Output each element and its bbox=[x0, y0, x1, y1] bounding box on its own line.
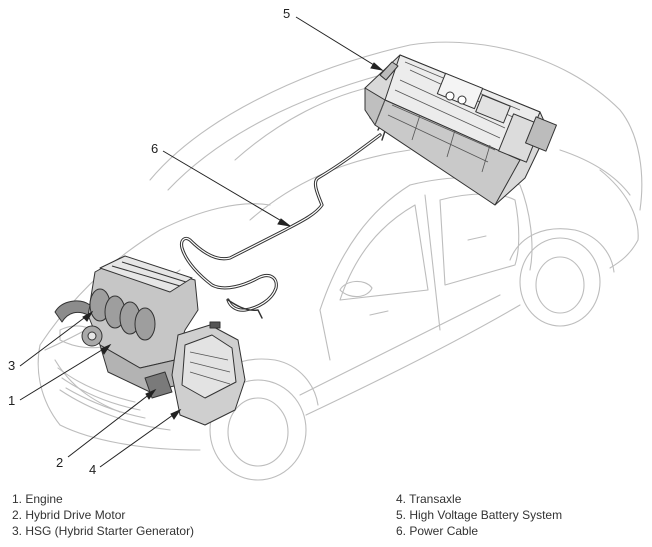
callout-1: 1 bbox=[8, 393, 16, 408]
callout-6: 6 bbox=[151, 141, 159, 156]
powertrain bbox=[54, 255, 246, 426]
leader-lines bbox=[19, 16, 384, 468]
legend-item-engine: 1. Engine bbox=[12, 492, 63, 506]
legend-item-transaxle: 4. Transaxle bbox=[396, 492, 462, 506]
hybrid-system-diagram bbox=[19, 16, 643, 481]
legend-item-power-cable: 6. Power Cable bbox=[396, 524, 479, 538]
legend-item-hybrid-drive-motor: 2. Hybrid Drive Motor bbox=[12, 508, 126, 522]
callout-3: 3 bbox=[8, 358, 16, 373]
callout-2: 2 bbox=[56, 455, 64, 470]
legend-left: 1. Engine 2. Hybrid Drive Motor 3. HSG (… bbox=[12, 491, 194, 539]
legend-item-hv-battery-system: 5. High Voltage Battery System bbox=[396, 508, 563, 522]
legend-item-hsg: 3. HSG (Hybrid Starter Generator) bbox=[12, 524, 195, 538]
callout-4: 4 bbox=[89, 462, 97, 477]
legend-right: 4. Transaxle 5. High Voltage Battery Sys… bbox=[396, 491, 562, 539]
callout-5: 5 bbox=[283, 6, 291, 21]
battery-system bbox=[364, 54, 557, 206]
power-cable bbox=[179, 117, 389, 319]
